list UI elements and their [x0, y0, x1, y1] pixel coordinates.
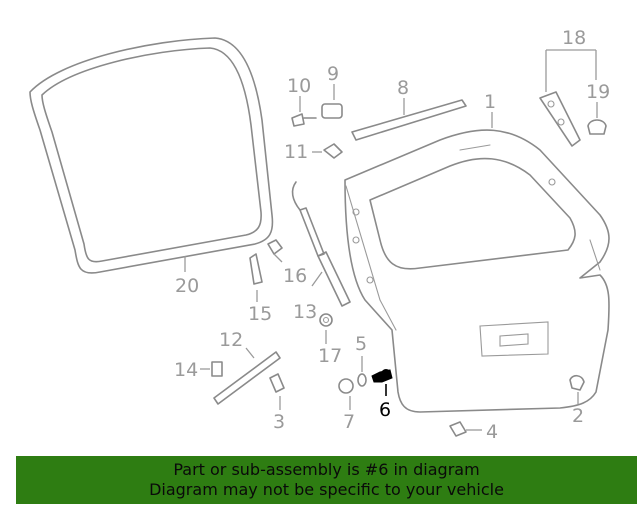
callout-1: 1: [484, 91, 496, 113]
sensor-9[interactable]: [321, 84, 343, 119]
callout-10: 10: [287, 75, 311, 97]
callout-12: 12: [219, 329, 243, 351]
bolt-6[interactable]: [371, 369, 393, 396]
weatherstrip-seal-20[interactable]: [29, 37, 274, 274]
notice-line-part: Part or sub-assembly is #6 in diagram: [173, 460, 480, 479]
callout-18: 18: [562, 27, 586, 49]
callout-4: 4: [486, 421, 498, 443]
callout-17: 17: [318, 345, 342, 367]
gas-strut-13[interactable]: [291, 181, 351, 307]
bolt-16[interactable]: [267, 239, 283, 263]
grommet-17[interactable]: [319, 313, 333, 344]
callout-9: 9: [327, 63, 339, 85]
clip-4[interactable]: [449, 421, 482, 437]
hinge-bracket-18[interactable]: [539, 49, 597, 147]
bolt-10[interactable]: [291, 96, 317, 127]
callout-13: 13: [293, 301, 317, 323]
callout-8: 8: [397, 77, 409, 99]
notice-line-disclaimer: Diagram may not be specific to your vehi…: [149, 480, 504, 499]
callout-7: 7: [343, 411, 355, 433]
parts-diagram: 1 2 3 4 5 6 7 8 9 10 11 12 13 14 15 16 1…: [29, 27, 610, 443]
washer-5[interactable]: [357, 356, 367, 387]
callout-15: 15: [248, 303, 272, 325]
clip-11[interactable]: [312, 143, 343, 159]
nut-7[interactable]: [338, 378, 354, 410]
hinge-15[interactable]: [249, 253, 263, 302]
tailgate-panel-1[interactable]: [344, 112, 610, 413]
callout-2: 2: [572, 405, 584, 427]
callout-11: 11: [284, 141, 308, 163]
callout-16: 16: [283, 265, 307, 287]
spoiler-strip-8[interactable]: [351, 98, 467, 141]
damper-12[interactable]: [213, 347, 281, 405]
callout-19: 19: [586, 81, 610, 103]
cap-2[interactable]: [569, 374, 585, 404]
callout-3: 3: [273, 411, 285, 433]
notice-banner: Part or sub-assembly is #6 in diagram Di…: [16, 456, 637, 504]
callout-5: 5: [355, 333, 367, 355]
callout-20: 20: [175, 275, 199, 297]
stopper-19[interactable]: [587, 102, 607, 135]
callout-14: 14: [174, 359, 198, 381]
bracket-3[interactable]: [269, 373, 285, 410]
callout-6: 6: [379, 399, 391, 421]
clip-14[interactable]: [200, 361, 223, 377]
